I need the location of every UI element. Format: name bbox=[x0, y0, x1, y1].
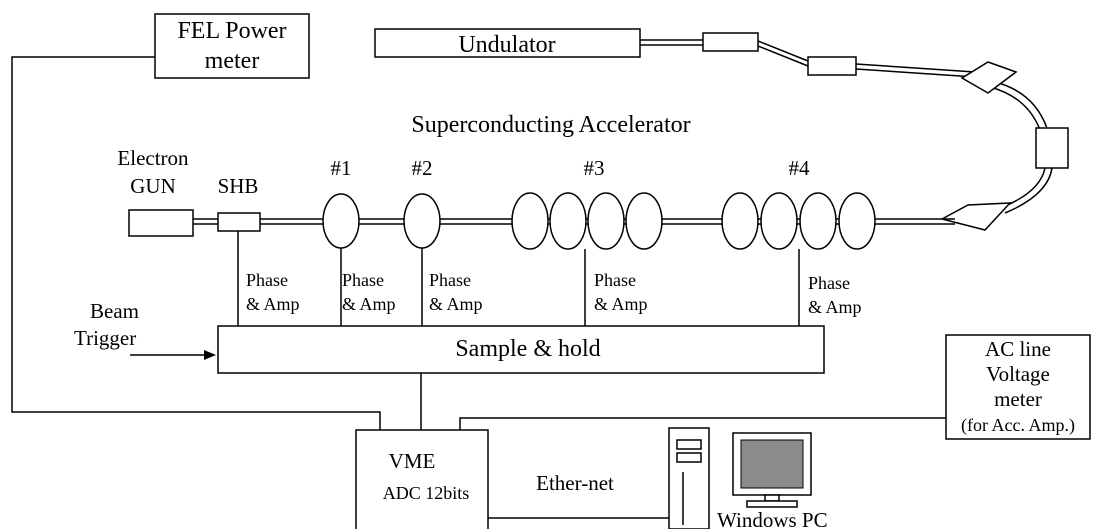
phase-amp-3-line-2: & Amp bbox=[429, 294, 483, 314]
arc-magnet bbox=[1035, 127, 1069, 169]
shb-label: SHB bbox=[218, 174, 259, 198]
phase-amp-4-line-2: & Amp bbox=[594, 294, 648, 314]
fel-power-meter: FEL Power meter bbox=[154, 13, 310, 79]
pickup-lines bbox=[237, 231, 800, 326]
accelerator-title: Superconducting Accelerator bbox=[411, 112, 690, 138]
ac-meter-label-4: (for Acc. Amp.) bbox=[961, 415, 1075, 436]
fel-power-meter-label-1: FEL Power bbox=[177, 18, 286, 44]
phase-amp-1-line-1: Phase bbox=[246, 270, 288, 290]
ac-meter-label-1: AC line bbox=[985, 337, 1051, 361]
undulator-label: Undulator bbox=[458, 32, 555, 58]
monitor-icon bbox=[732, 432, 812, 508]
phase-amp-5: Phase & Amp bbox=[808, 273, 862, 317]
phase-amp-1: Phase & Amp bbox=[246, 270, 300, 314]
beam-trigger-label-2: Trigger bbox=[74, 326, 136, 350]
electron-gun-label-2: GUN bbox=[130, 174, 176, 198]
cavity-3-label: #3 bbox=[584, 156, 605, 180]
sample-hold-label: Sample & hold bbox=[455, 336, 600, 362]
phase-amp-2: Phase & Amp bbox=[342, 270, 396, 314]
pc-tower-icon bbox=[668, 427, 710, 529]
undulator: Undulator bbox=[374, 28, 641, 58]
shb: SHB bbox=[217, 174, 261, 232]
sample-hold: Sample & hold bbox=[217, 325, 825, 374]
ac-meter-label-3: meter bbox=[994, 387, 1042, 411]
phase-amp-5-line-1: Phase bbox=[808, 273, 850, 293]
ethernet-label: Ether-net bbox=[536, 471, 614, 495]
vme-crate: VME ADC 12bits bbox=[355, 429, 489, 529]
return-beamline bbox=[640, 32, 1053, 214]
cavity-4: #4 bbox=[721, 156, 876, 250]
windows-pc-label: Windows PC bbox=[717, 508, 828, 529]
beam-trigger: Beam Trigger bbox=[74, 299, 216, 360]
ac-meter-label-2: Voltage bbox=[986, 362, 1050, 386]
beam-trigger-label-1: Beam bbox=[90, 299, 139, 323]
phase-amp-4: Phase & Amp bbox=[594, 270, 648, 314]
cavity-2-label: #2 bbox=[412, 156, 433, 180]
cavity-1: #1 bbox=[322, 156, 360, 249]
adc-label: ADC 12bits bbox=[383, 483, 470, 503]
ac-line-voltage-meter: AC line Voltage meter (for Acc. Amp.) bbox=[945, 334, 1091, 440]
electron-gun-label-1: Electron bbox=[117, 146, 189, 170]
phase-amp-2-line-2: & Amp bbox=[342, 294, 396, 314]
bend-magnet-top bbox=[960, 61, 1018, 94]
bend-magnet-bottom bbox=[939, 202, 1012, 231]
phase-amp-3: Phase & Amp bbox=[429, 270, 483, 314]
cavity-4-label: #4 bbox=[789, 156, 811, 180]
phase-amp-5-line-2: & Amp bbox=[808, 297, 862, 317]
fel-meter-wire bbox=[11, 56, 381, 430]
phase-amp-4-line-1: Phase bbox=[594, 270, 636, 290]
cavity-2: #2 bbox=[403, 156, 441, 249]
phase-amp-3-line-1: Phase bbox=[429, 270, 471, 290]
fel-power-meter-label-2: meter bbox=[205, 48, 260, 74]
vme-label: VME bbox=[389, 449, 436, 473]
phase-amp-1-line-2: & Amp bbox=[246, 294, 300, 314]
cavity-3: #3 bbox=[511, 156, 663, 250]
ac-meter-wire bbox=[459, 417, 946, 430]
electron-gun: Electron GUN bbox=[117, 146, 194, 237]
cavity-1-label: #1 bbox=[331, 156, 352, 180]
phase-amp-2-line-1: Phase bbox=[342, 270, 384, 290]
beam-trigger-arrowhead bbox=[204, 350, 216, 360]
